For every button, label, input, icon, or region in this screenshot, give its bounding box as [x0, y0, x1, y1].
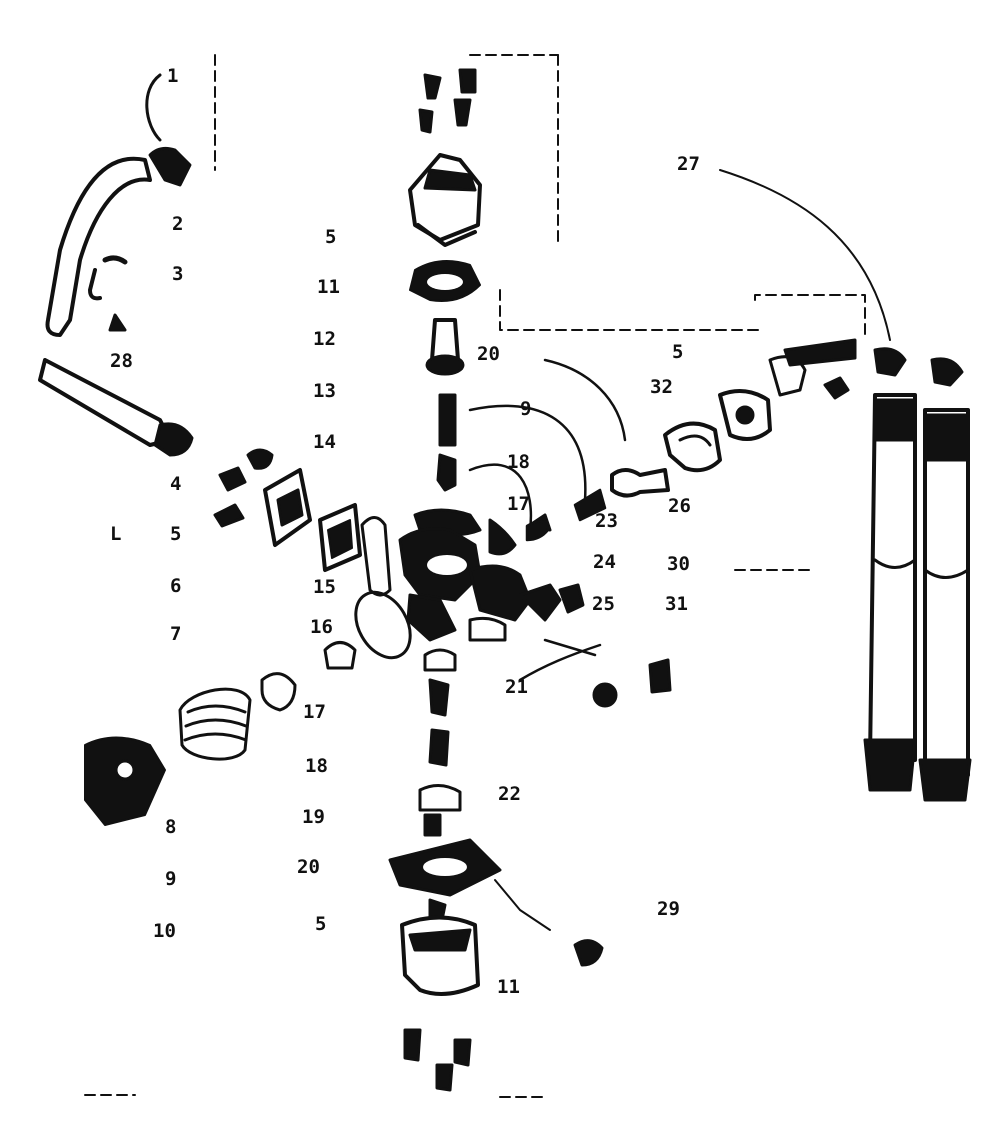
callout-label: 23	[595, 510, 618, 532]
pump-body	[398, 508, 585, 642]
callout-label: 20	[297, 856, 320, 878]
drain-hoses	[719, 169, 972, 802]
callout-label: 14	[313, 431, 336, 453]
callout-label: 32	[650, 376, 673, 398]
right-parts	[592, 338, 857, 708]
callout-label: 13	[313, 380, 336, 402]
callout-label: 30	[667, 553, 690, 575]
callout-label: 18	[305, 755, 328, 777]
callout-label: 6	[170, 575, 182, 597]
callout-label: 25	[592, 593, 615, 615]
callout-label: 1	[167, 65, 179, 87]
callout-label: 2	[172, 213, 184, 235]
callout-label: 5	[170, 523, 182, 545]
callout-label: 5	[315, 913, 327, 935]
callout-label: 3	[172, 263, 184, 285]
callout-label: 8	[165, 816, 177, 838]
upper-column-parts	[408, 68, 482, 492]
callout-label: 27	[677, 153, 700, 175]
dashed-guides	[84, 54, 866, 1098]
callout-label: 11	[317, 276, 340, 298]
callout-label: 17	[303, 701, 326, 723]
callout-label: 31	[665, 593, 688, 615]
callout-label: 26	[668, 495, 691, 517]
callout-label: 5	[325, 226, 337, 248]
callout-label: 15	[313, 576, 336, 598]
callout-label: 28	[110, 350, 133, 372]
callout-label: 9	[520, 398, 532, 420]
callout-label: 29	[657, 898, 680, 920]
callout-label: 22	[498, 783, 521, 805]
callout-label: L	[110, 523, 122, 545]
callout-label: 17	[507, 493, 530, 515]
inlet-hose-assembly	[38, 73, 194, 457]
lower-column-parts	[388, 648, 604, 1092]
callout-label: 9	[165, 868, 177, 890]
callout-label: 21	[505, 676, 528, 698]
callout-label: 24	[593, 551, 616, 573]
left-small-parts	[84, 448, 412, 826]
callout-label: 10	[153, 920, 176, 942]
callout-label: 18	[507, 451, 530, 473]
callout-label: 20	[477, 343, 500, 365]
callout-label: 7	[170, 623, 182, 645]
callout-label: 16	[310, 616, 333, 638]
callout-label: 4	[170, 473, 182, 495]
tube-lines	[468, 358, 627, 682]
callout-label: 5	[672, 341, 684, 363]
callout-label: 19	[302, 806, 325, 828]
callout-label: 12	[313, 328, 336, 350]
callout-label: 11	[497, 976, 520, 998]
